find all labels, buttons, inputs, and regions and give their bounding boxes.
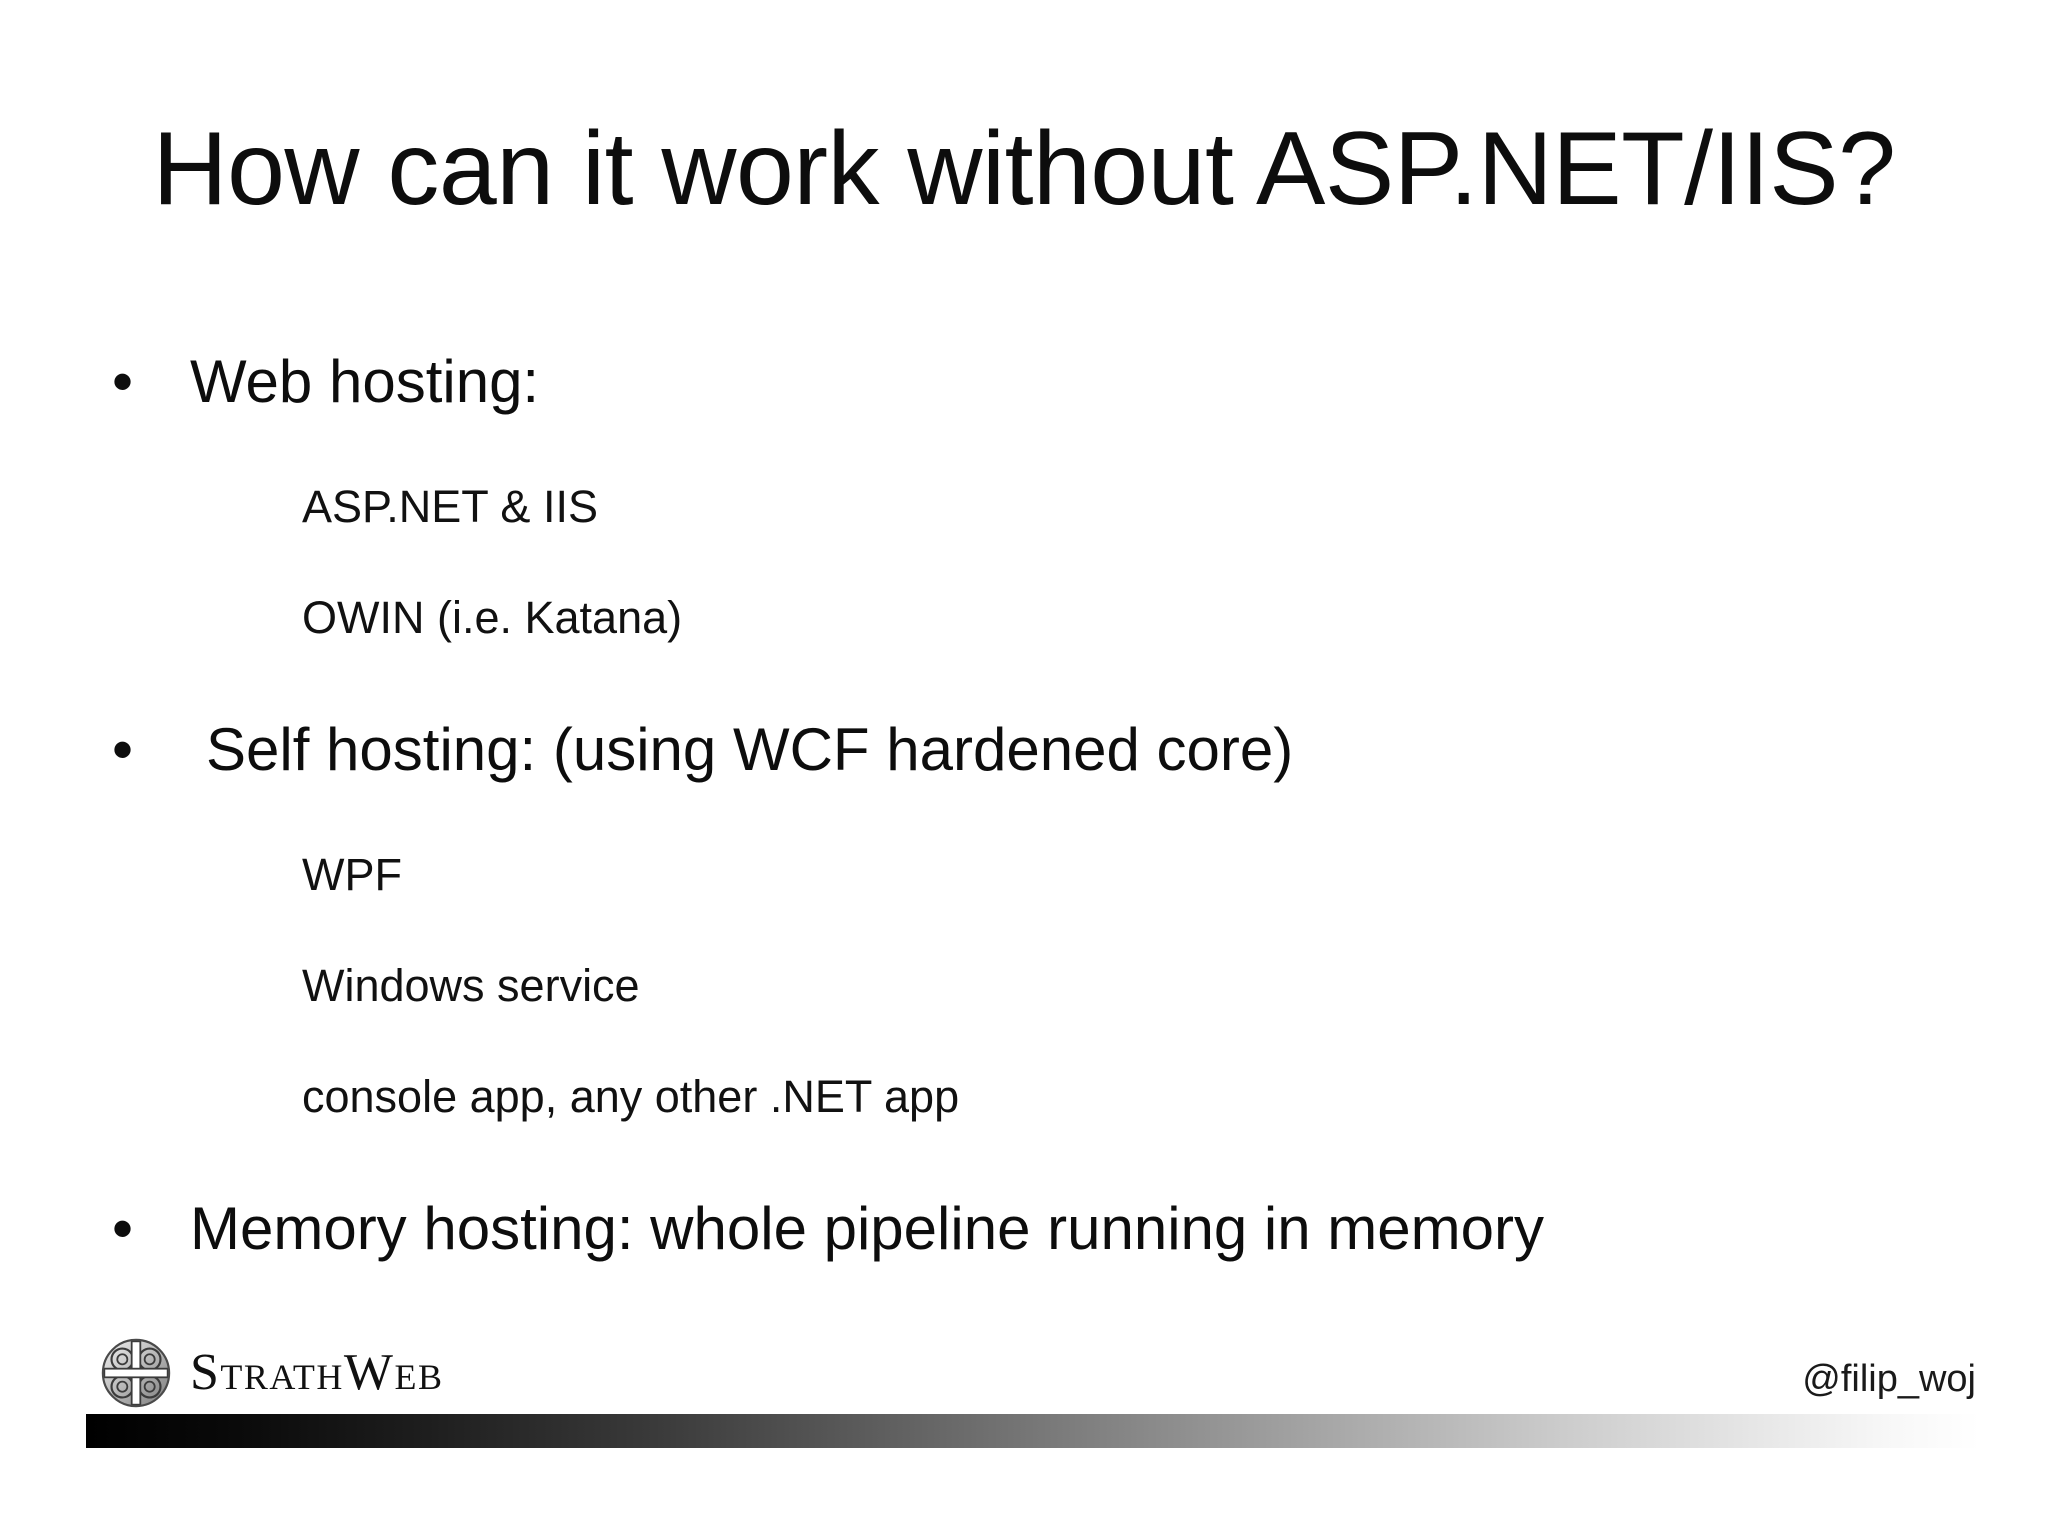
bullet-marker-icon: •	[112, 716, 134, 783]
sub-list-item: WPF	[302, 849, 402, 900]
list-item-label: Memory hosting: whole pipeline running i…	[190, 1195, 1544, 1262]
celtic-knot-icon	[100, 1337, 172, 1409]
sub-list-item: console app, any other .NET app	[302, 1071, 960, 1122]
logo-wordmark: StrathWeb	[190, 1344, 444, 1401]
list-item-label: Web hosting:	[190, 348, 540, 415]
spacer	[112, 640, 1972, 720]
bullet-marker-icon: •	[112, 348, 134, 415]
spacer	[112, 529, 1972, 595]
spacer	[112, 1119, 1972, 1199]
sub-list-item: OWIN (i.e. Katana)	[302, 592, 683, 643]
sub-list-item: Windows service	[302, 960, 640, 1011]
list-item: • Web hosting:	[112, 352, 1972, 412]
twitter-handle: @filip_woj	[1802, 1358, 1976, 1400]
list-item-label: Self hosting: (using WCF hardened core)	[206, 716, 1294, 783]
list-item: • Self hosting: (using WCF hardened core…	[112, 720, 1972, 780]
sub-list-item: ASP.NET & IIS	[302, 481, 598, 532]
bullet-marker-icon: •	[112, 1195, 134, 1262]
footer-logo: StrathWeb	[100, 1334, 444, 1412]
spacer	[112, 780, 1972, 852]
list-item: • Memory hosting: whole pipeline running…	[112, 1199, 1972, 1259]
footer-gradient-bar	[86, 1414, 1980, 1448]
spacer	[112, 1008, 1972, 1074]
spacer	[112, 412, 1972, 484]
page-title: How can it work without ASP.NET/IIS?	[152, 111, 1896, 227]
bullet-list: • Web hosting: ASP.NET & IIS OWIN (i.e. …	[112, 352, 1972, 1259]
spacer	[112, 897, 1972, 963]
